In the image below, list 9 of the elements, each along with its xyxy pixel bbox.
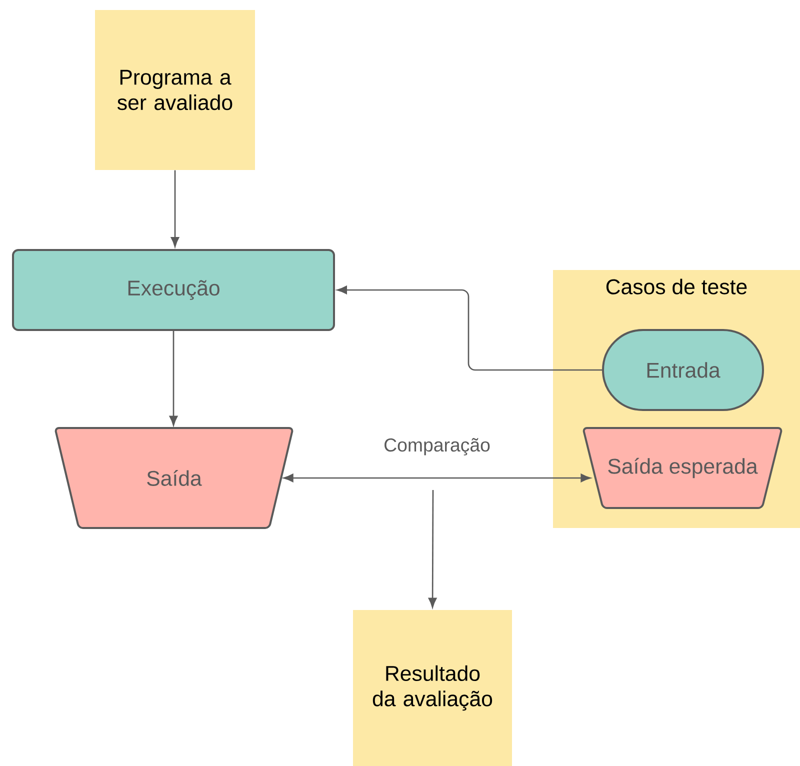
arrow — [169, 331, 178, 426]
edge-label: Comparação — [382, 436, 492, 457]
arrow — [428, 490, 437, 608]
arrow — [337, 286, 602, 371]
sticky-note: Resultado da avaliação — [353, 610, 512, 766]
arrow — [283, 474, 591, 482]
sticky-note: Programa a ser avaliado — [95, 10, 255, 170]
process-box: Execução — [12, 249, 335, 331]
arrow — [170, 170, 180, 247]
